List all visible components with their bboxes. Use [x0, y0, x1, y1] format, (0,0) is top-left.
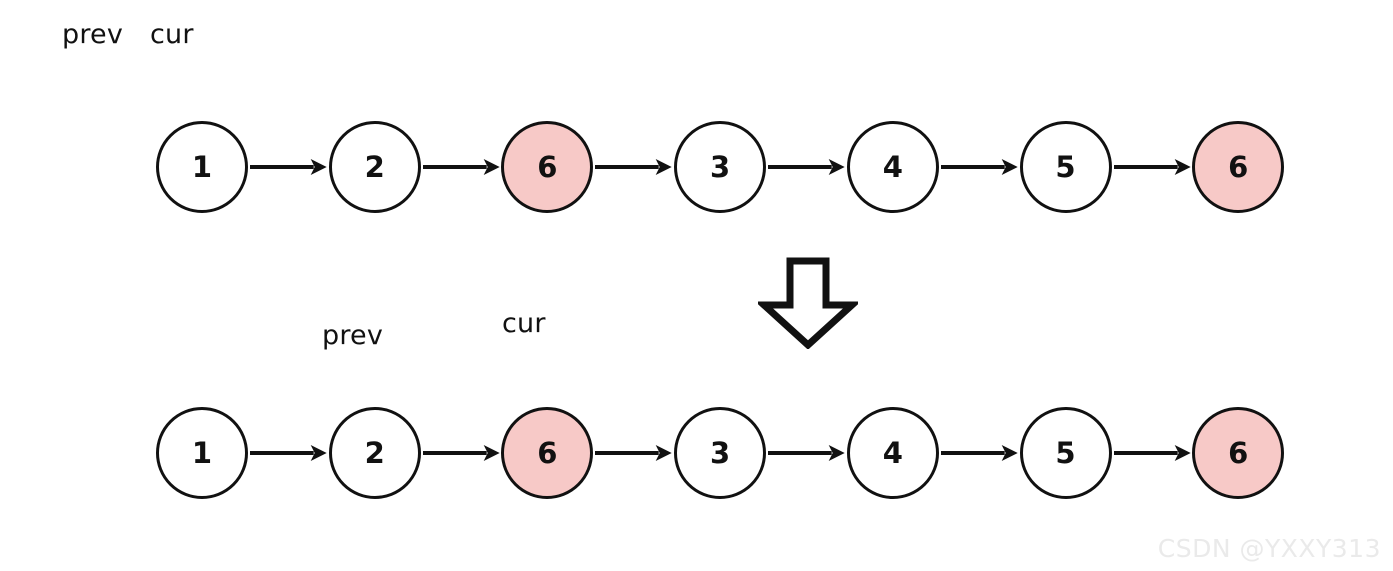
list-node[interactable]: 6: [1192, 407, 1285, 499]
list-edge-arrow: [1113, 440, 1191, 466]
list-edge-arrow: [940, 154, 1018, 180]
list-node-value: 2: [364, 149, 385, 184]
list-node-value: 6: [1228, 435, 1249, 470]
list-edge-arrow: [595, 154, 673, 180]
list-node-value: 1: [191, 435, 213, 470]
down-arrow-icon: [758, 257, 858, 349]
list-node[interactable]: 5: [1019, 407, 1112, 499]
list-node[interactable]: 4: [846, 121, 939, 213]
list-edge-arrow: [1113, 154, 1191, 180]
list-edge-arrow: [768, 154, 845, 180]
list-node-value: 6: [537, 149, 558, 184]
list-edge-arrow: [940, 440, 1018, 466]
list-node[interactable]: 3: [674, 407, 767, 499]
list-edge-arrow: [768, 440, 845, 466]
list-node[interactable]: 4: [846, 407, 939, 499]
list-edge-arrow: [422, 440, 500, 466]
list-node[interactable]: 1: [156, 121, 248, 213]
list-node-value: 3: [710, 149, 731, 184]
list-node-value: 3: [710, 435, 731, 470]
list-edge-arrow: [595, 440, 673, 466]
list-node-value: 6: [537, 435, 558, 470]
list-node[interactable]: 6: [1192, 121, 1285, 213]
list-node[interactable]: 1: [156, 407, 248, 499]
pointer-label-prev-before: prev: [62, 19, 124, 50]
list-node-value: 5: [1055, 435, 1076, 470]
linked-list-row-after: 1 2 6 3 4 5 6: [0, 398, 1393, 508]
list-node-value: 2: [364, 435, 385, 470]
pointer-label-cur-after: cur: [502, 308, 546, 339]
linked-list-row-before: 1 2 6 3 4 5 6: [0, 112, 1393, 222]
list-node[interactable]: 2: [328, 407, 421, 499]
pointer-label-prev-after: prev: [322, 320, 384, 351]
watermark: CSDN @YXXY313: [1157, 534, 1381, 563]
list-node[interactable]: 2: [328, 121, 421, 213]
list-node[interactable]: 6: [501, 407, 594, 499]
list-node[interactable]: 3: [674, 121, 767, 213]
list-edge-arrow: [250, 440, 327, 466]
list-node-value: 5: [1055, 149, 1076, 184]
list-node[interactable]: 5: [1019, 121, 1112, 213]
list-node[interactable]: 6: [501, 121, 594, 213]
list-edge-arrow: [250, 154, 327, 180]
list-node-value: 6: [1228, 149, 1249, 184]
list-edge-arrow: [422, 154, 500, 180]
list-node-value: 4: [882, 149, 903, 184]
list-node-value: 4: [882, 435, 903, 470]
pointer-label-cur-before: cur: [150, 19, 194, 50]
list-node-value: 1: [191, 149, 213, 184]
